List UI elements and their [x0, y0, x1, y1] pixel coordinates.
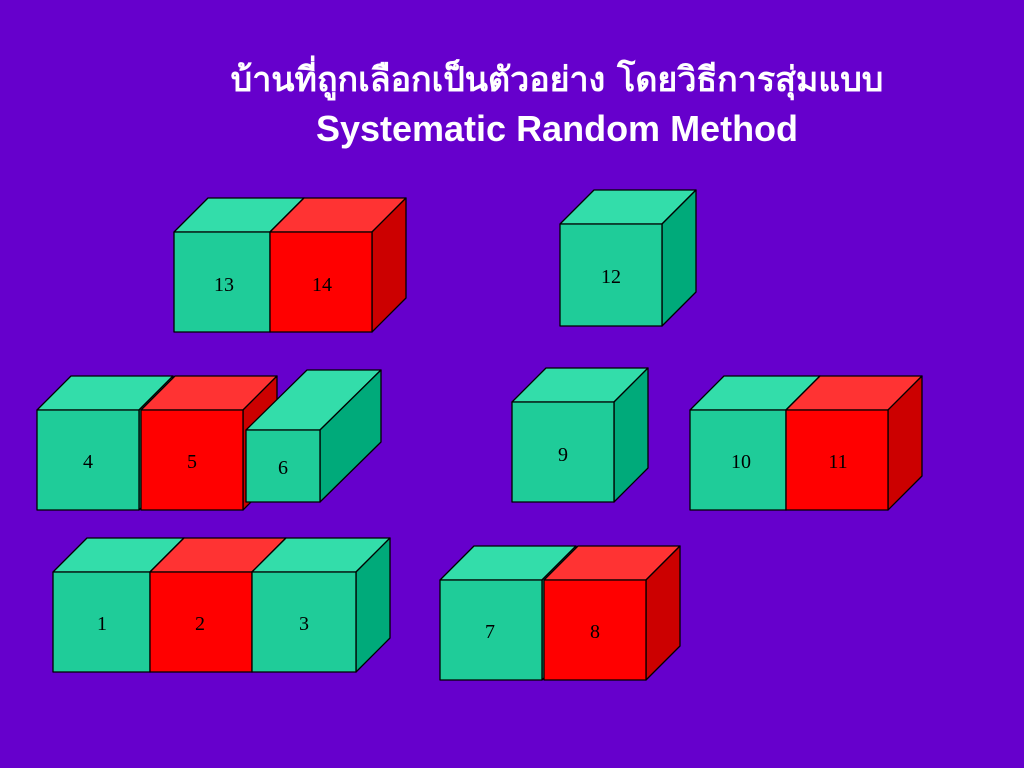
title-english: Systematic Random Method [315, 108, 799, 149]
house-label: 1 [97, 613, 107, 635]
house-label: 11 [828, 451, 847, 473]
house-front-face [689, 409, 787, 511]
house-label: 6 [278, 457, 288, 479]
title-thai: บ้านที่ถูกเลือกเป็นตัวอย่าง โดยวิธีการสุ… [230, 60, 884, 100]
house-12: 12 [559, 189, 697, 327]
house-11: 11 [785, 375, 923, 511]
house-14: 14 [269, 197, 407, 333]
house-front-face [785, 409, 889, 511]
house-3: 3 [251, 537, 391, 673]
house-front-face [245, 429, 321, 503]
house-front-face [559, 223, 663, 327]
house-label: 10 [731, 451, 751, 473]
house-label: 5 [187, 451, 197, 473]
house-label: 3 [299, 613, 309, 635]
house-6: 6 [245, 369, 382, 503]
house-front-face [511, 401, 615, 503]
house-front-face [269, 231, 373, 333]
house-front-face [543, 579, 647, 681]
house-front-face [251, 571, 357, 673]
house-label: 9 [558, 444, 568, 466]
house-front-face [140, 409, 244, 511]
house-label: 7 [485, 621, 495, 643]
house-label: 14 [312, 274, 332, 296]
house-label: 13 [214, 274, 234, 296]
house-front-face [36, 409, 140, 511]
house-front-face [173, 231, 271, 333]
house-label: 2 [195, 613, 205, 635]
house-label: 12 [601, 266, 621, 288]
house-8: 8 [543, 545, 681, 681]
house-front-face [439, 579, 543, 681]
house-9: 9 [511, 367, 649, 503]
house-front-face [149, 571, 253, 673]
house-front-face [52, 571, 151, 673]
house-label: 8 [590, 621, 600, 643]
house-label: 4 [83, 451, 93, 473]
